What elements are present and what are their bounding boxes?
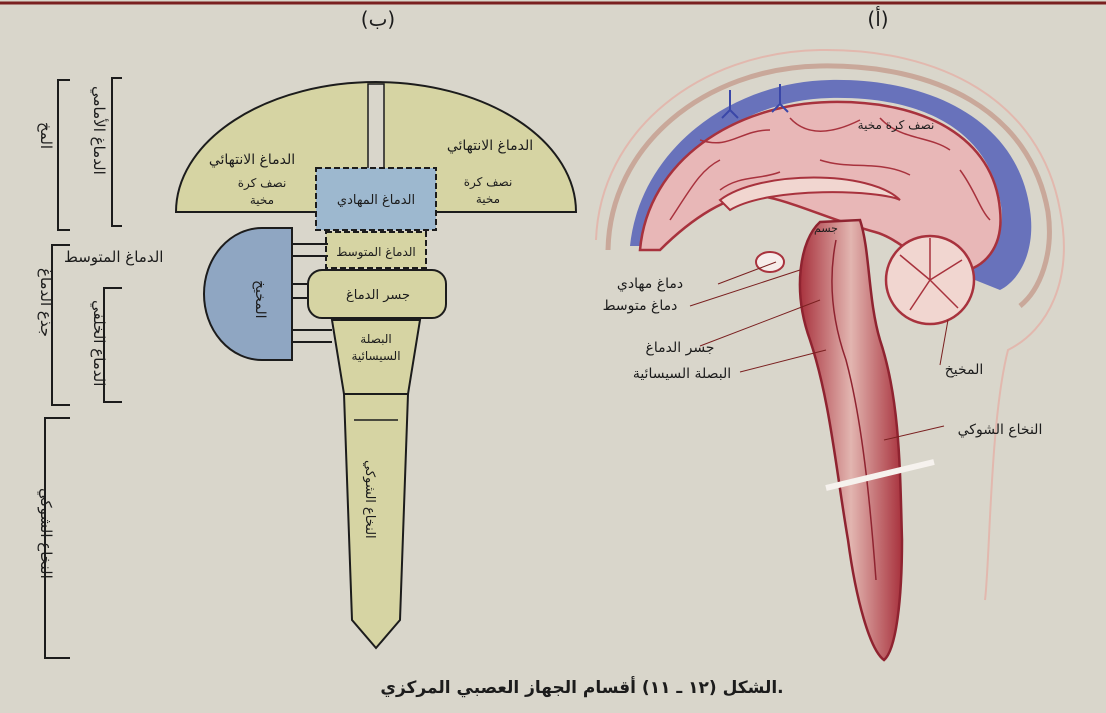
label-medulla: البصلة السيسائية (633, 366, 731, 382)
left-label-spinal-cord: النخاع الشوكي (36, 488, 55, 579)
label-telencephalon-left: الدماغ الانتهائي (209, 152, 295, 168)
anatomical-diagram: نصف كرة مخية جسم دماغ مهادي دماغ متوسط ج… (596, 50, 1064, 660)
right-label-forebrain: الدماغ الأمامي (89, 86, 109, 175)
label-pons: جسر الدماغ (346, 288, 410, 303)
label-medulla-1: البصلة (360, 332, 391, 346)
label-hemisphere-left-1: نصف كرة (238, 176, 287, 191)
forebrain-bracket (112, 78, 122, 226)
left-label-brain: المخ (37, 122, 55, 149)
label-hemisphere-right-2: مخية (476, 192, 500, 206)
right-label-midbrain: الدماغ المتوسط (64, 248, 163, 266)
longitudinal-fissure (368, 84, 384, 174)
label-cerebral-hemisphere: نصف كرة مخية (858, 118, 935, 133)
label-cerebellum: المخيخ (252, 280, 268, 319)
figure-caption: الشكل (١٢ ـ ١١) أقسام الجهاز العصبي المر… (380, 676, 783, 698)
label-midbrain: الدماغ المتوسط (336, 245, 416, 260)
label-corpus: جسم (814, 222, 838, 235)
brain-bracket (58, 80, 70, 230)
label-hemisphere-right-1: نصف كرة (464, 175, 513, 190)
pituitary-region (756, 252, 784, 272)
schematic-diagram: المخ جذع الدماغ النخاع الشوكي الدماغ الأ… (36, 78, 576, 658)
cerebellum-shape (204, 228, 292, 360)
label-cerebellum: المخيخ (945, 362, 984, 378)
label-midbrain: دماغ متوسط (603, 298, 678, 314)
label-pons: جسر الدماغ (646, 340, 715, 356)
label-hemisphere-left-2: مخية (250, 193, 274, 207)
label-telencephalon-right: الدماغ الانتهائي (447, 138, 533, 154)
right-label-hindbrain: الدماغ الخلفي (89, 300, 108, 386)
label-medulla-2: السيسائية (351, 349, 400, 363)
label-spinal-cord: النخاع الشوكي (362, 460, 377, 539)
label-spinal-cord: النخاع الشوكي (958, 422, 1043, 438)
panel-label-a: (أ) (867, 6, 888, 31)
panel-label-b: (ب) (361, 7, 395, 31)
label-diencephalon: الدماغ المهادي (337, 193, 415, 208)
label-diencephalon: دماغ مهادي (617, 276, 683, 292)
left-label-brainstem: جذع الدماغ (37, 268, 55, 337)
